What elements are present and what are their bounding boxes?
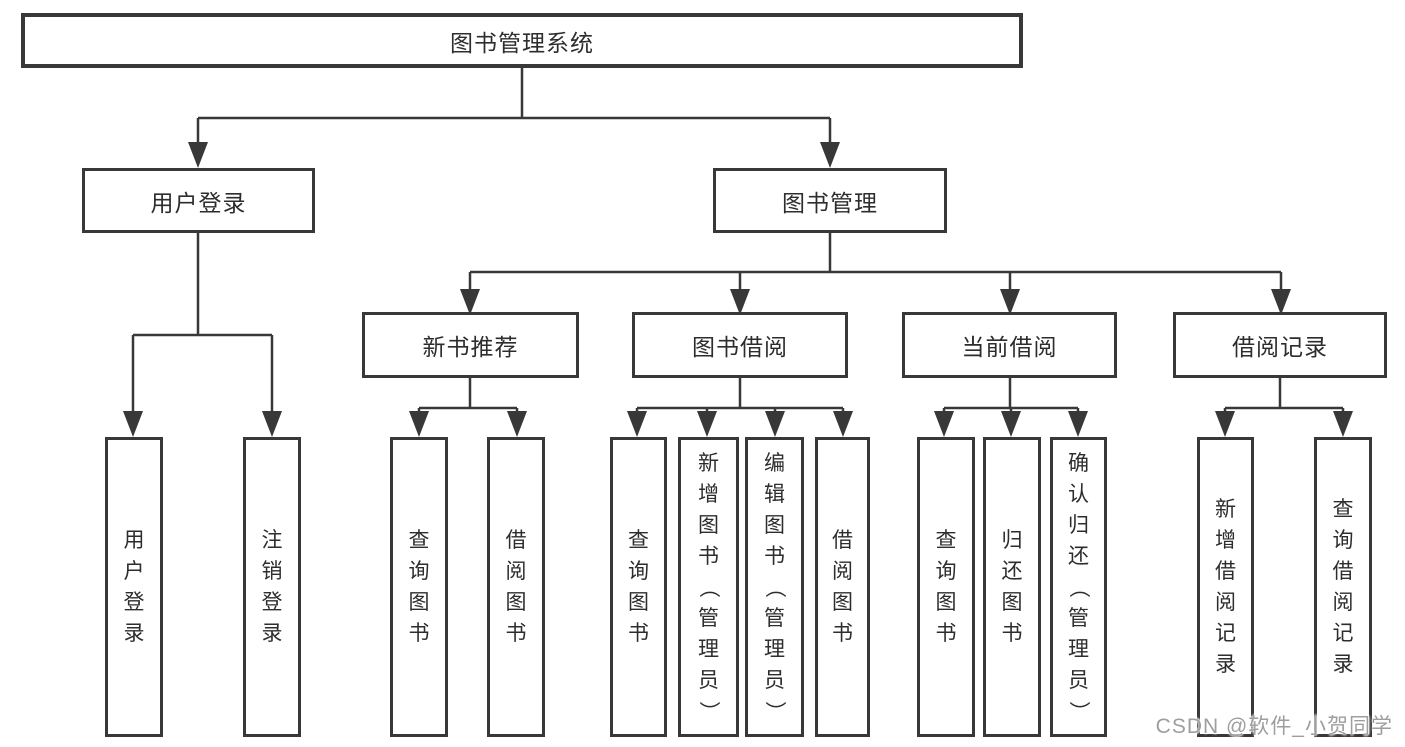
csdn-watermark: CSDN @软件_小贺同学 — [1155, 715, 1393, 738]
node-new-book-recommend: 新书推荐 — [362, 312, 579, 378]
leaf-query-borrow-record: 查询借阅记录 — [1314, 437, 1372, 737]
leaf-query-books-current: 查询图书 — [917, 437, 975, 737]
leaf-borrow-books-recommend: 借阅图书 — [487, 437, 545, 737]
node-borrowing-records: 借阅记录 — [1173, 312, 1387, 378]
leaf-borrow-books-borrowing: 借阅图书 — [815, 437, 870, 737]
leaf-user-login: 用户登录 — [105, 437, 163, 737]
leaf-return-books: 归还图书 — [983, 437, 1041, 737]
leaf-add-books-admin: 新增图书（管理员） — [678, 437, 739, 737]
node-book-management: 图书管理 — [713, 168, 947, 233]
leaf-confirm-return-admin: 确认归还（管理员） — [1050, 437, 1107, 737]
leaf-query-books-borrowing: 查询图书 — [610, 437, 667, 737]
leaf-edit-books-admin: 编辑图书（管理员） — [745, 437, 804, 737]
leaf-add-borrow-record: 新增借阅记录 — [1197, 437, 1254, 737]
node-book-borrowing: 图书借阅 — [632, 312, 848, 378]
node-root: 图书管理系统 — [21, 13, 1023, 68]
arrowheads — [123, 142, 1353, 437]
node-user-login: 用户登录 — [82, 168, 315, 233]
leaf-query-books-recommend: 查询图书 — [390, 437, 448, 737]
node-current-borrowing: 当前借阅 — [902, 312, 1117, 378]
leaf-logout: 注销登录 — [243, 437, 301, 737]
